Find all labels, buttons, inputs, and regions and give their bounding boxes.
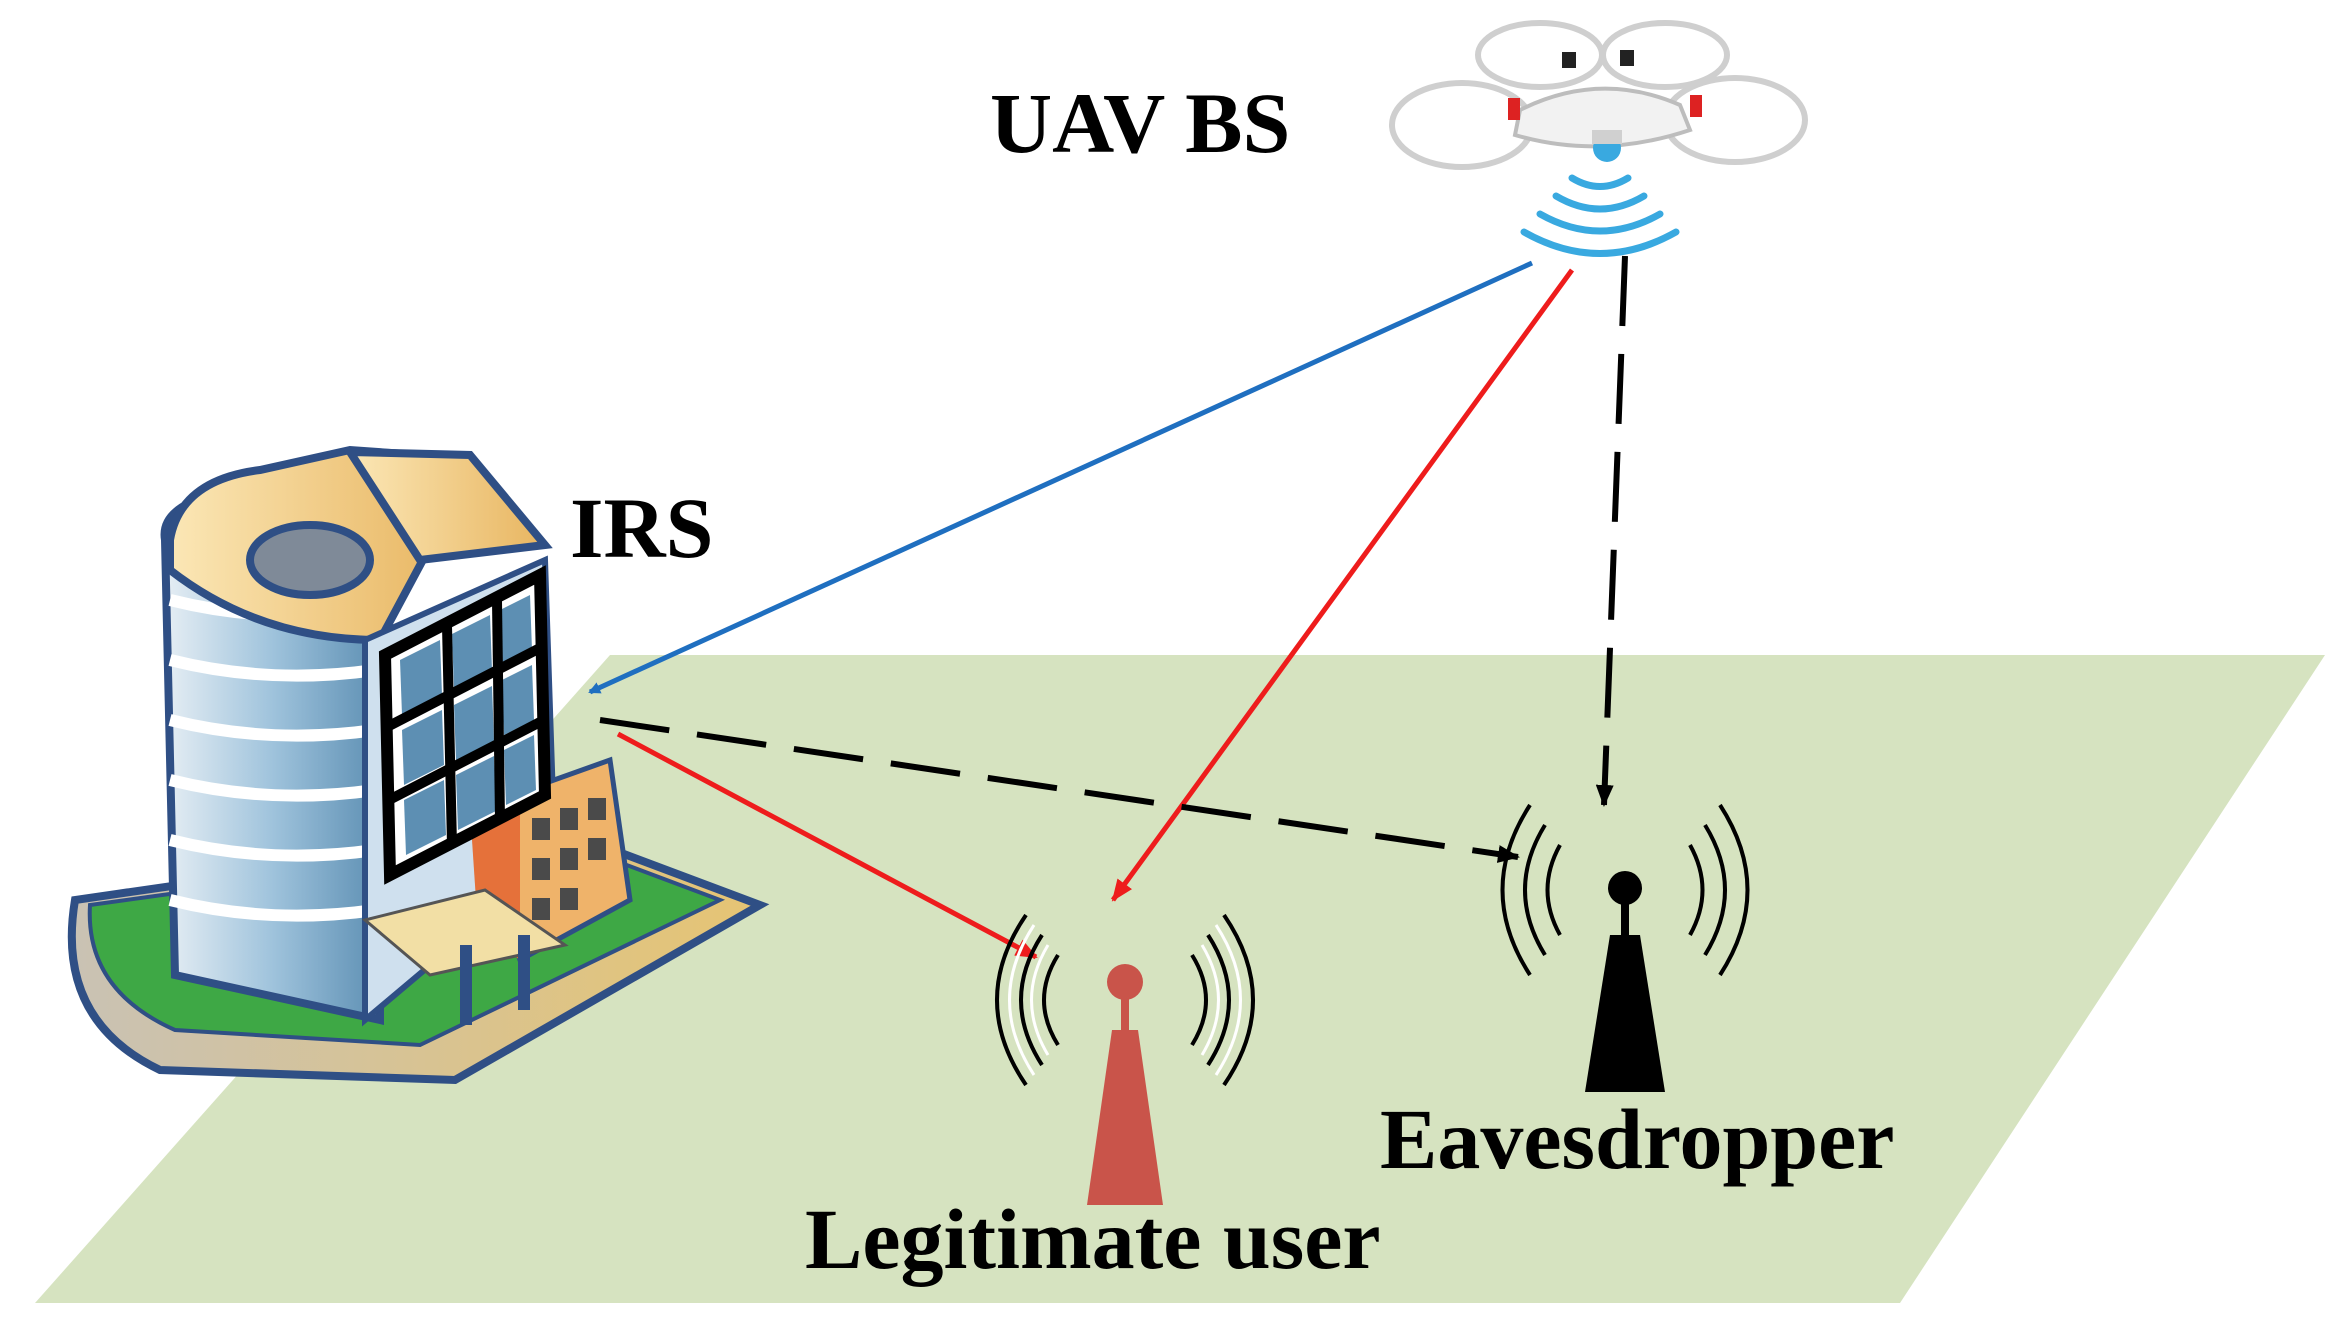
user-label: Legitimate user [805,1191,1381,1287]
antenna-tower-icon [995,913,1255,1205]
irs-panel [378,565,552,885]
signal-waves-icon [1520,174,1680,257]
uav-label: UAV BS [990,75,1290,171]
uav-user-link [1110,268,1575,902]
uav-irs-link [588,260,1534,695]
building-icon [67,445,770,1085]
irs-label: IRS [570,480,713,576]
irs-user-link [616,731,1038,960]
eavesdropper-tower-icon [1500,803,1750,1092]
drone-icon [1389,20,1808,170]
irs-eve-link [599,717,1520,863]
uav-eve-link [1595,255,1628,807]
eve-label: Eavesdropper [1380,1091,1894,1187]
